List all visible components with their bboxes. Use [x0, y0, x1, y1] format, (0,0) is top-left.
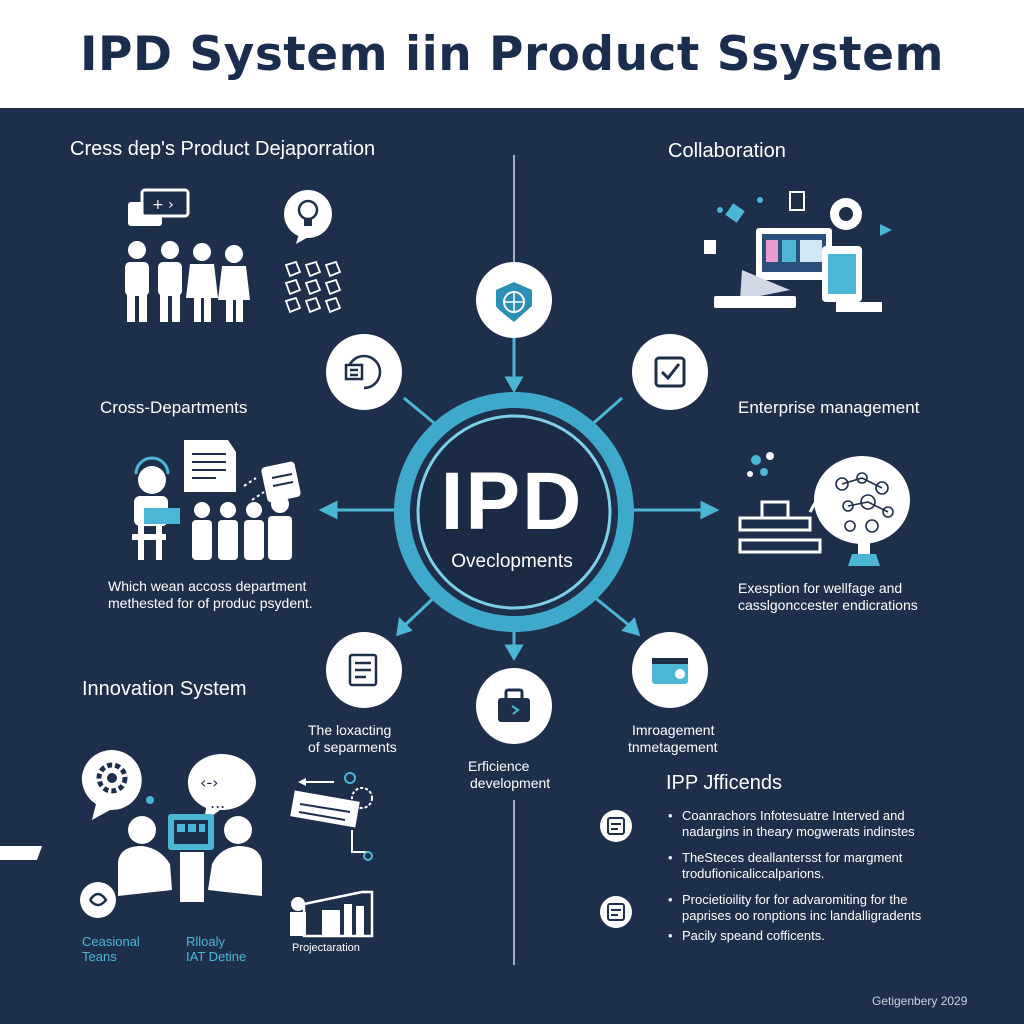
hub-connectors: [318, 338, 720, 661]
computer-icon: [704, 191, 892, 312]
globe-shield-icon: [496, 282, 532, 322]
ipp-bullet-3: Procietioility for for advaromiting for …: [668, 892, 921, 924]
hub-title: IPD: [440, 456, 584, 547]
node-bottom[interactable]: [476, 668, 552, 744]
section-title-mid-left: Cross-Departments: [100, 398, 248, 417]
node-label-bottom-1: Erficience: [468, 758, 530, 774]
footer-credit: Getigenbery 2029: [872, 994, 968, 1008]
mid-right-desc-line-1: Exesption for wellfage and: [738, 580, 903, 596]
mid-left-desc-line-2: methested for of produc psydent.: [108, 595, 313, 611]
innovation-label-middle-2: IAT Detine: [186, 949, 247, 964]
checkbox-icon: [654, 356, 686, 388]
svg-text:‹-›: ‹-›: [200, 773, 219, 792]
brain-icon: [738, 452, 910, 566]
node-top[interactable]: [476, 262, 552, 338]
node-label-lower-left-2: of separments: [308, 739, 397, 755]
node-label-lower-left-1: The loxacting: [308, 722, 392, 738]
header-bar: IPD System iin Product Ssystem: [0, 0, 1024, 108]
section-title-ipp: IPP Jfficends: [666, 772, 782, 794]
team-illustration: + ›: [125, 188, 342, 322]
page-title: IPD System iin Product Ssystem: [80, 26, 944, 82]
ipp-bullet-2: TheSteces deallantersst for margmenttrod…: [668, 850, 921, 882]
section-title-top-left: Cress dep's Product Dejaporration: [70, 138, 376, 160]
gear-icon: [81, 750, 142, 820]
innovation-label-middle-1: Rlloaly: [186, 934, 226, 949]
innovation-label-right: Projectaration: [292, 942, 360, 954]
mid-left-desc-line-1: Which wean accoss department: [108, 578, 307, 594]
node-label-lower-right-1: Imroagement: [632, 722, 715, 738]
section-title-top-right: Collaboration: [668, 140, 786, 162]
node-lower-left[interactable]: [326, 632, 402, 708]
node-label-bottom-2: development: [470, 775, 551, 791]
innovation-label-left-1: Ceasional: [82, 934, 140, 949]
node-lower-right[interactable]: [632, 632, 708, 708]
hub-inner-ring: [416, 414, 612, 610]
cross-department-illustration: [132, 440, 301, 560]
node-label-lower-right-2: tnmetagement: [628, 739, 718, 755]
idea-bulb-icon: [284, 190, 332, 244]
document-list-icon: [348, 653, 378, 687]
people-group-icon: [125, 241, 250, 322]
ipp-bullet-list: Coanrachors Infotesuatre Interved andnad…: [668, 808, 921, 954]
network-grid-icon: [284, 260, 342, 314]
chat-bubble-icon: ‹-› ...: [187, 754, 256, 822]
node-upper-left[interactable]: [326, 334, 402, 410]
node-upper-right[interactable]: [632, 334, 708, 410]
svg-text:...: ...: [210, 793, 225, 812]
innovation-label-left-2: Teans: [82, 949, 117, 964]
hub-subtitle: Oveclopments: [451, 551, 573, 572]
chat-icon: + ›: [128, 188, 190, 226]
mid-right-desc-line-2: casslgonccester endicrations: [738, 597, 918, 613]
refresh-document-icon: [344, 354, 382, 390]
ipp-bullet-icon-1: [600, 810, 632, 842]
ipp-bullet-icon-2: [600, 896, 632, 928]
ipp-bullet-1: Coanrachors Infotesuatre Interved andnad…: [668, 808, 921, 840]
hub-outer-ring: [394, 392, 634, 632]
camera-card-icon: [652, 658, 688, 684]
svg-text:+ ›: + ›: [152, 197, 174, 213]
ipp-bullet-4: Pacily speand cofficents.: [668, 928, 921, 944]
section-title-mid-right: Enterprise management: [738, 398, 920, 417]
briefcase-icon: [498, 688, 530, 722]
innovation-illustration: ‹-› ...: [0, 750, 374, 938]
section-title-bottom-left: Innovation System: [82, 678, 247, 700]
